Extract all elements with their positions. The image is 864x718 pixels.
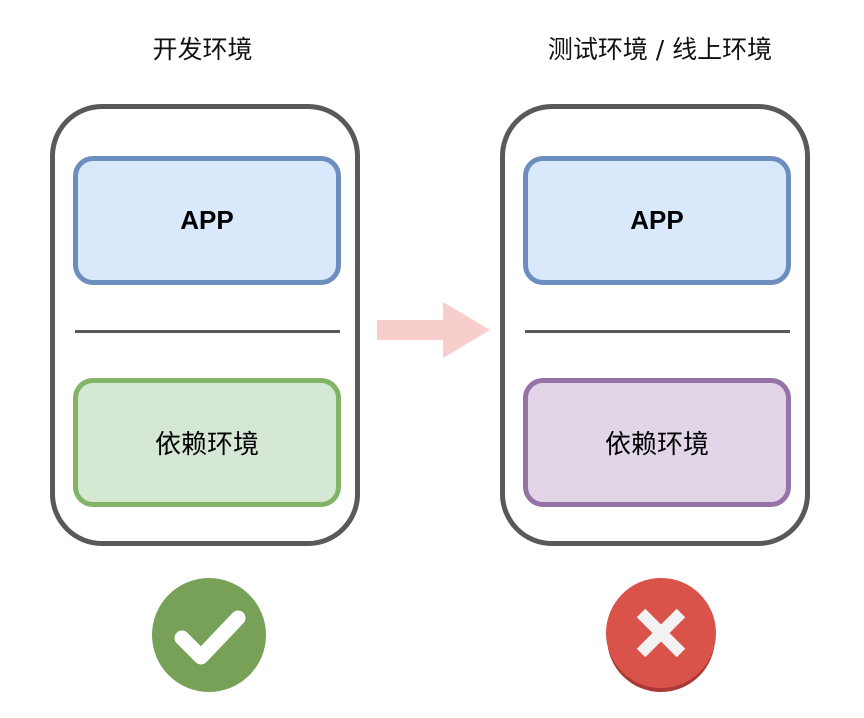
right-dependency-box: 依赖环境: [523, 378, 791, 507]
arrow-shape: [377, 302, 490, 358]
left-app-box: APP: [73, 156, 341, 285]
dev-env-container: APP 依赖环境: [50, 104, 360, 546]
transition-arrow-icon: [377, 302, 490, 358]
right-app-box: APP: [523, 156, 791, 285]
right-divider: [525, 330, 790, 333]
left-divider: [75, 330, 340, 333]
left-dependency-box: 依赖环境: [73, 378, 341, 507]
test-prod-env-container: APP 依赖环境: [500, 104, 810, 546]
check-icon: [152, 578, 266, 692]
right-env-title: 测试环境 / 线上环境: [547, 35, 773, 64]
left-env-title: 开发环境: [152, 35, 253, 64]
cross-icon: [606, 578, 716, 692]
